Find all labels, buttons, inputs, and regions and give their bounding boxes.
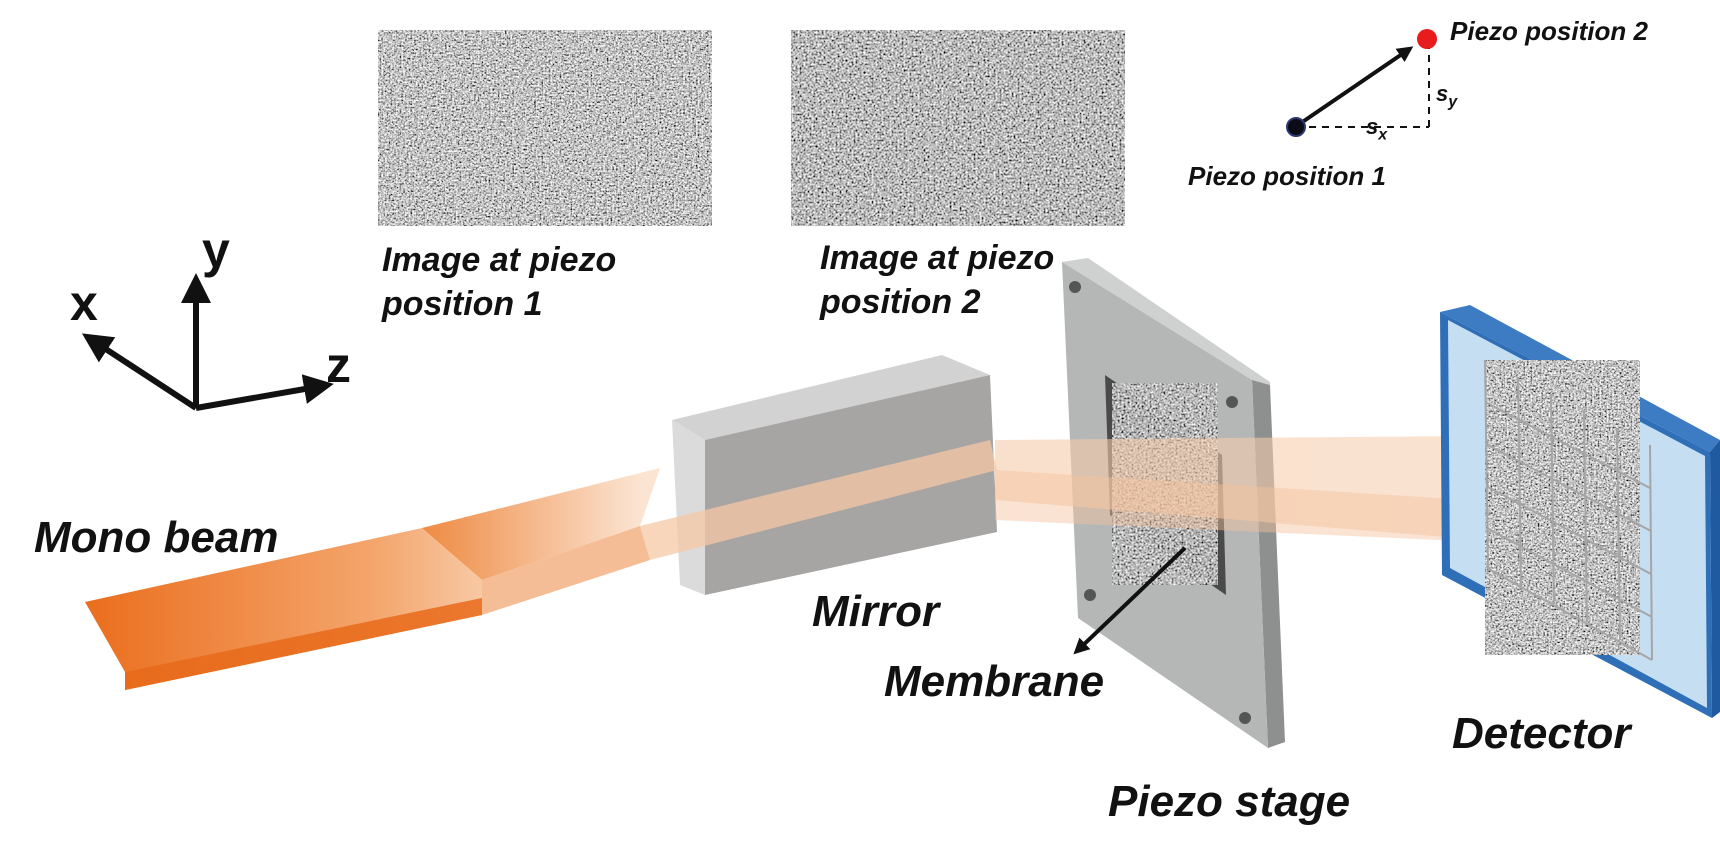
detector — [1440, 305, 1720, 718]
z-axis-label: z — [326, 337, 351, 393]
z-axis-arrow — [195, 374, 334, 411]
piezo-position-1-dot — [1286, 117, 1306, 137]
piezo-position-1-label: Piezo position 1 — [1188, 161, 1386, 191]
detector-image — [1485, 360, 1640, 655]
speckle-image-1 — [378, 30, 712, 226]
x-axis-label: x — [70, 275, 98, 331]
sx-subscript: x — [1378, 126, 1388, 144]
beam-on-mirror — [640, 440, 997, 560]
coordinate-axes — [81, 273, 334, 411]
mono-beam — [85, 468, 660, 690]
sy-label: sy — [1436, 83, 1457, 110]
mono-beam-label: Mono beam — [34, 513, 279, 562]
image-2-caption-line-2: position 2 — [820, 283, 981, 322]
image-2-caption-line-1: Image at piezo — [820, 239, 1055, 277]
piezo-stage-label: Piezo stage — [1108, 777, 1351, 826]
image-2-caption: Image at piezo position 2 — [820, 236, 1054, 324]
membrane-label: Membrane — [884, 657, 1105, 706]
displacement-arrow — [1296, 46, 1414, 127]
mirror-label: Mirror — [812, 587, 940, 636]
piezo-position-2-dot — [1417, 29, 1437, 49]
image-1-caption-line-1: Image at piezo — [382, 241, 617, 279]
sy-symbol: s — [1436, 81, 1449, 106]
image-1-caption-line-2: position 1 — [382, 285, 543, 324]
sx-symbol: s — [1366, 114, 1379, 139]
speckle-image-2 — [791, 30, 1125, 226]
sy-subscript: y — [1448, 93, 1458, 111]
sx-label: sx — [1366, 116, 1387, 143]
x-axis-arrow — [81, 333, 198, 411]
membrane-pointer-arrow — [1073, 546, 1187, 655]
piezo-position-2-label: Piezo position 2 — [1450, 16, 1648, 46]
y-axis-label: y — [202, 222, 230, 278]
detector-label: Detector — [1452, 709, 1631, 758]
displacement-inset — [1286, 29, 1437, 137]
image-1-caption: Image at piezo position 1 — [382, 238, 616, 326]
